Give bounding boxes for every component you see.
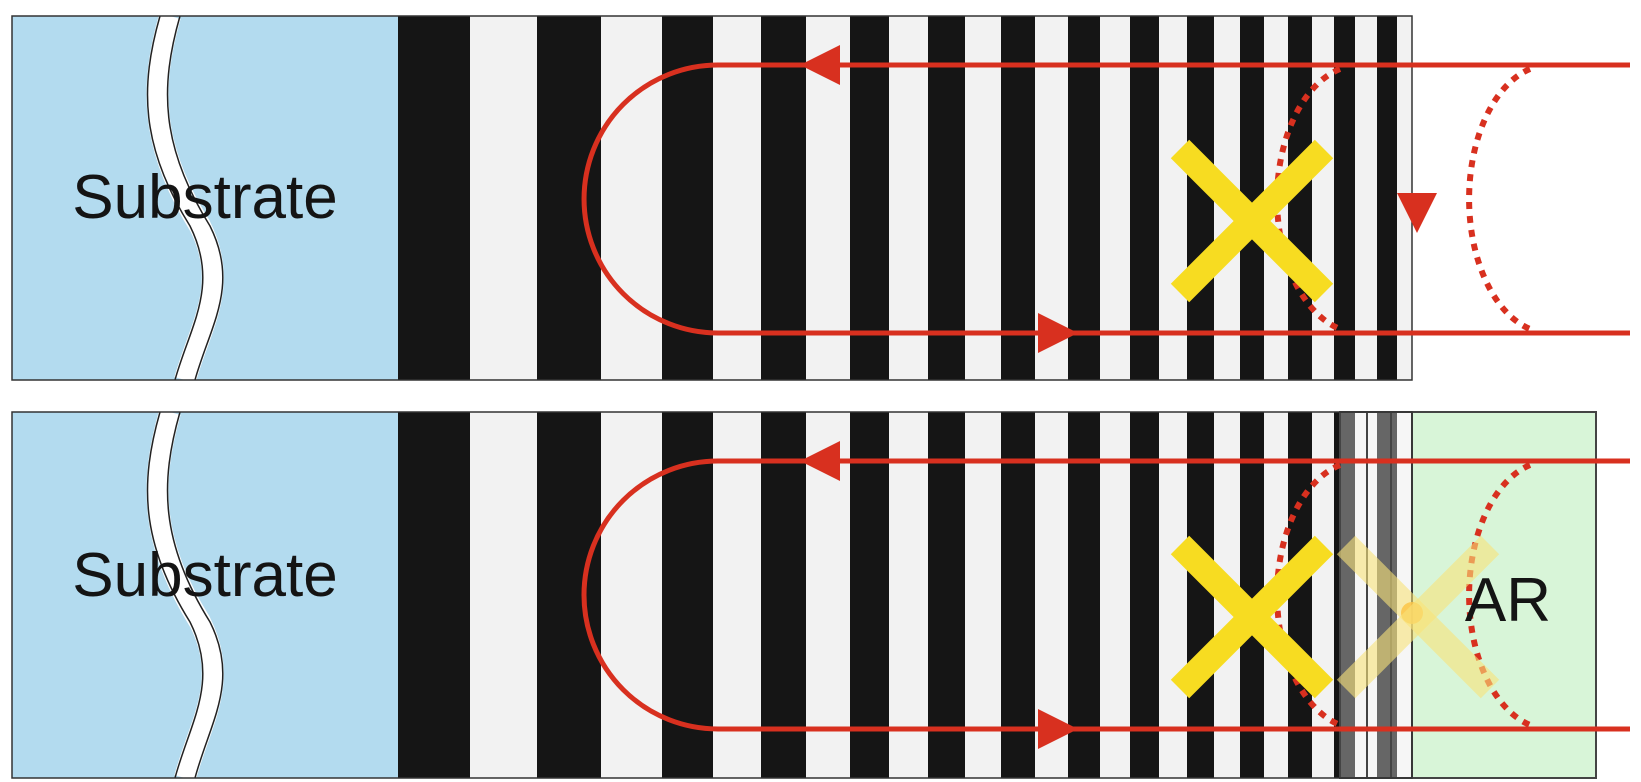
stack-layer-dark bbox=[761, 412, 806, 778]
main-ray-loop bbox=[581, 62, 1630, 336]
stack-layer-light bbox=[965, 16, 1001, 380]
stack-layer-light bbox=[713, 16, 761, 380]
stack-layer-dark bbox=[1377, 16, 1397, 380]
stack-layer-dark bbox=[1068, 412, 1100, 778]
stack-layer-dark bbox=[1068, 16, 1100, 380]
stack-layer-dark bbox=[928, 412, 965, 778]
stack-layer-dark bbox=[537, 412, 601, 778]
stack-layer-light bbox=[470, 412, 537, 778]
ray-paths bbox=[581, 45, 1630, 353]
stack-layer-light bbox=[1355, 16, 1377, 380]
substrate-break-edge-left bbox=[146, 411, 204, 779]
main-ray-loop bbox=[581, 458, 1630, 732]
stack-layer-dark bbox=[1130, 16, 1159, 380]
cross-marks bbox=[1170, 139, 1334, 303]
dotted-reflection-inner bbox=[1274, 462, 1342, 728]
stack-layer-dark bbox=[662, 412, 713, 778]
substrate-break-gap bbox=[146, 408, 224, 781]
substrate-break-edge-right bbox=[166, 15, 224, 381]
stack-layer-light bbox=[806, 412, 850, 778]
stack-layer-dark bbox=[1334, 16, 1355, 380]
stack-layer-dark bbox=[928, 16, 965, 380]
stack-layer-dark bbox=[1187, 412, 1214, 778]
stack-layer-dark bbox=[850, 412, 889, 778]
stack-layer-light bbox=[1035, 412, 1068, 778]
stack-layer-light bbox=[470, 16, 537, 380]
stack-layer-dark bbox=[398, 16, 470, 380]
stack-layer-dark bbox=[662, 16, 713, 380]
ar-label: AR bbox=[1465, 566, 1551, 635]
cross-mark-stroke-b bbox=[1170, 139, 1334, 303]
cross-mark-stroke-b bbox=[1170, 535, 1334, 699]
ar-coating-block bbox=[1339, 411, 1597, 779]
substrate-label: Substrate bbox=[72, 541, 337, 610]
cross-mark-faded-stroke-b bbox=[1336, 535, 1500, 699]
chirped-layer-stack bbox=[398, 16, 1412, 380]
cross-marks bbox=[1170, 535, 1500, 699]
stack-layer-dark bbox=[1187, 16, 1214, 380]
ar-coating-outline bbox=[1339, 411, 1597, 779]
substrate-block bbox=[12, 12, 398, 384]
dotted-reflection-inner bbox=[1274, 66, 1342, 332]
stack-layer-dark bbox=[850, 16, 889, 380]
substrate-block bbox=[12, 408, 398, 781]
stack-layer-dark bbox=[1001, 412, 1035, 778]
stack-layer-light bbox=[806, 16, 850, 380]
stack-layer-light bbox=[1159, 412, 1187, 778]
stack-layer-dark bbox=[761, 16, 806, 380]
stack-layer-dark bbox=[398, 412, 470, 778]
substrate-break-edge-right bbox=[166, 411, 224, 779]
stack-layer-light bbox=[601, 412, 662, 778]
stack-layer-light bbox=[965, 412, 1001, 778]
cross-mark bbox=[1170, 139, 1334, 303]
substrate-break-gap bbox=[146, 12, 224, 384]
stack-layer-light bbox=[889, 16, 928, 380]
panel-without-ar: Substrate bbox=[11, 12, 1630, 384]
stack-layer-light bbox=[1035, 16, 1068, 380]
stack-layer-light bbox=[1100, 16, 1130, 380]
stack-layer-dark bbox=[1001, 16, 1035, 380]
dotted-reflection-outer bbox=[1466, 66, 1532, 332]
substrate-label: Substrate bbox=[72, 163, 337, 232]
stack-layer-light bbox=[1397, 16, 1412, 380]
stack-layer-dark bbox=[537, 16, 601, 380]
cross-mark bbox=[1170, 535, 1334, 699]
stack-layer-light bbox=[889, 412, 928, 778]
stack-layer-light bbox=[713, 412, 761, 778]
cross-mark-faded bbox=[1336, 535, 1500, 699]
stack-layer-light bbox=[601, 16, 662, 380]
stack-layer-dark bbox=[1130, 412, 1159, 778]
substrate-break-edge-left bbox=[146, 15, 204, 381]
stack-layer-light bbox=[1100, 412, 1130, 778]
panel-with-ar: Substrate AR bbox=[11, 408, 1630, 781]
stack-layer-light bbox=[1159, 16, 1187, 380]
